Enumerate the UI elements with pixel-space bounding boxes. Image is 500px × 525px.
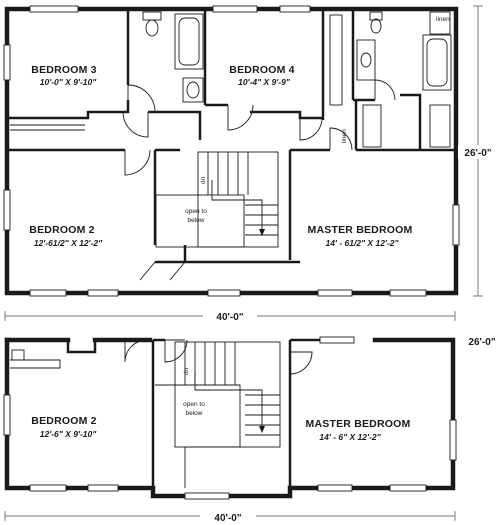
upper-bedroom4-name: BEDROOM 4 (229, 64, 294, 76)
upper-linen-label: linen (341, 129, 348, 143)
lower-stair-dn-label: dn (183, 367, 190, 375)
lower-floor-plan: BEDROOM 2 12'-6" X 9'-10" MASTER BEDROOM… (3, 335, 500, 524)
lower-master-size: 14' - 6" X 12'-2" (319, 432, 381, 442)
lower-open-to-below-line2: below (186, 410, 203, 417)
upper-floor-plan: BEDROOM 3 10'-0" X 9'-10" BEDROOM 4 10'-… (3, 5, 500, 323)
upper-master-name: MASTER BEDROOM (308, 224, 413, 236)
upper-bedroom2-size: 12'-61/2" X 12'-2" (34, 238, 103, 248)
upper-bedroom2-name: BEDROOM 2 (29, 224, 94, 236)
upper-open-to-below-line2: below (188, 217, 205, 224)
lower-bedroom2-size: 12'-6" X 9'-10" (40, 429, 97, 439)
upper-bedroom4-size: 10'-4" X 9'-9" (238, 77, 291, 87)
upper-width-dimension: 40'-0" (216, 312, 243, 323)
upper-master-size: 14' - 61/2" X 12'-2" (325, 238, 399, 248)
upper-linen-label-2: linen (436, 16, 450, 23)
upper-depth-dimension: 26'-0" (464, 148, 491, 159)
lower-depth-dimension: 26'-0" (468, 337, 495, 348)
lower-open-to-below-line1: open to (183, 401, 205, 408)
lower-stair (174, 341, 281, 448)
lower-master-name: MASTER BEDROOM (306, 418, 411, 430)
upper-stair-dn-label: dn (200, 176, 207, 184)
lower-bedroom2-name: BEDROOM 2 (31, 415, 96, 427)
upper-stair (197, 151, 279, 248)
upper-open-to-below-line1: open to (185, 208, 207, 215)
upper-bedroom3-size: 10'-0" X 9'-10" (40, 77, 97, 87)
lower-width-dimension: 40'-0" (214, 513, 241, 524)
upper-bedroom3-name: BEDROOM 3 (31, 64, 96, 76)
